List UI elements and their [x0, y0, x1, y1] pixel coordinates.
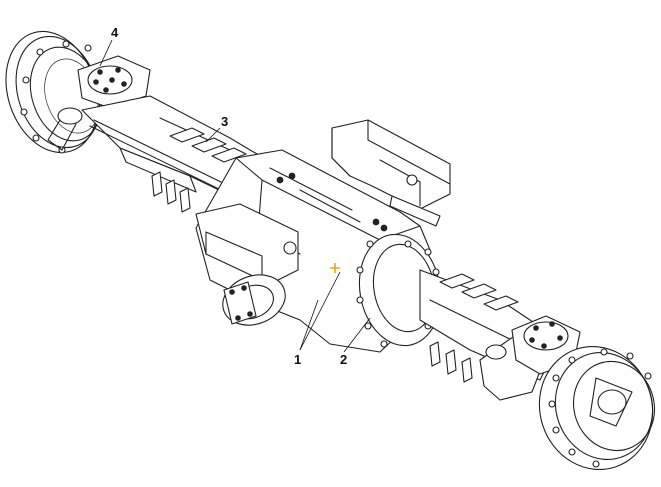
mounting-bracket — [331, 119, 451, 227]
leader-1 — [299, 299, 319, 351]
left-beam-ribs — [151, 127, 247, 213]
differential-housing — [195, 149, 442, 353]
right-hub-bolts — [548, 348, 652, 468]
leader-2 — [343, 317, 371, 353]
left-wheel-hub — [5, 30, 151, 154]
left-hub-bolts — [20, 40, 92, 154]
callout-leaders — [99, 39, 371, 353]
leader-4 — [99, 39, 113, 67]
right-beam-ribs — [429, 273, 519, 383]
callout-3: 3 — [221, 114, 228, 129]
left-kingpin-bolts — [93, 67, 127, 93]
pinion-flange-bolts — [229, 285, 253, 321]
reference-marker — [330, 263, 340, 273]
right-wheel-hub — [511, 315, 656, 471]
right-kingpin-bolts — [529, 321, 563, 349]
callout-2: 2 — [340, 352, 347, 367]
callout-1: 1 — [294, 352, 301, 367]
leader-3 — [205, 127, 221, 143]
callout-4: 4 — [111, 25, 119, 40]
callout-labels: 1 2 3 4 — [111, 25, 347, 367]
